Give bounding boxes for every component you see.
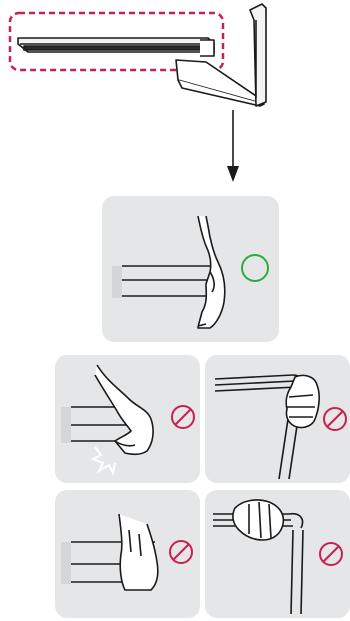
- hand-touching-screen-face-icon: [118, 513, 159, 591]
- arrow-down-icon: [223, 110, 243, 185]
- correct-handling-panel: [102, 196, 279, 342]
- fist-gripping-top-edge-icon: [232, 499, 285, 541]
- prohibited-icon: [171, 405, 195, 429]
- incorrect-panel-1: [55, 355, 200, 483]
- hand-pressing-screen-edge-icon: [94, 364, 154, 456]
- prohibited-icon: [169, 540, 193, 564]
- prohibited-icon: [319, 542, 343, 566]
- monitor-side-view: [17, 37, 215, 57]
- screen-edge: [112, 265, 212, 298]
- incorrect-panel-2: [205, 355, 350, 483]
- prohibited-icon: [323, 407, 347, 431]
- crack-icon: [90, 446, 116, 477]
- incorrect-panel-3: [55, 490, 200, 618]
- hand-holding-bottom-edge-icon: [197, 215, 226, 329]
- correct-circle-icon: [241, 254, 269, 282]
- hand-gripping-top-edge-icon: [285, 374, 320, 429]
- incorrect-panel-4: [205, 490, 350, 618]
- stand: [175, 3, 267, 107]
- highlight-dashed-box: [8, 11, 225, 72]
- top-illustration: [0, 0, 350, 110]
